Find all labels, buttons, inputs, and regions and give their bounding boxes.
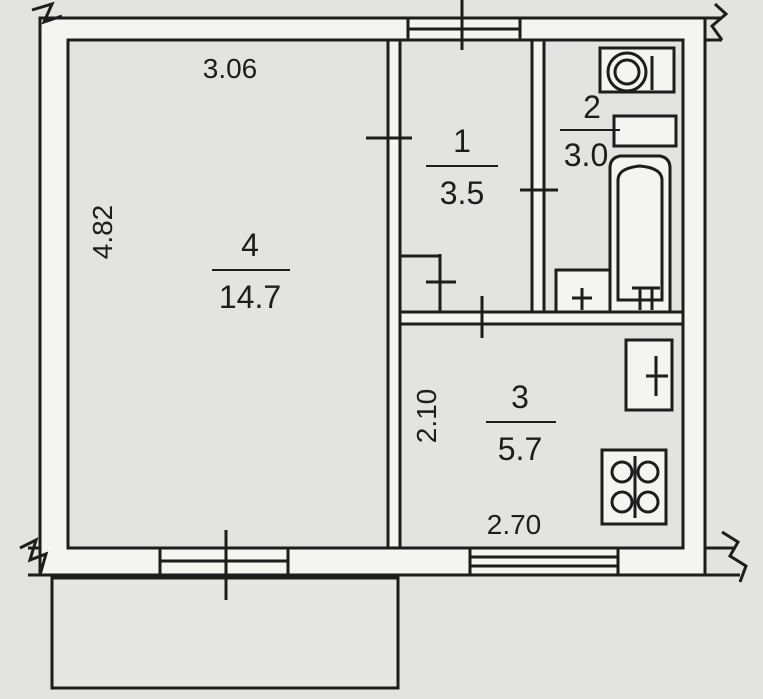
stove-icon <box>600 448 668 526</box>
window-room3 <box>468 546 620 577</box>
toilet-icon <box>598 46 676 94</box>
room1-number: 1 <box>453 123 471 159</box>
room3-length-dimension: 2.10 <box>411 389 442 444</box>
room4-length-dimension: 4.82 <box>87 205 118 260</box>
room4-area: 14.7 <box>219 279 281 315</box>
room1-area: 3.5 <box>440 175 484 211</box>
room4-number: 4 <box>241 227 259 263</box>
room3-area: 5.7 <box>498 431 542 467</box>
wall-room3-top <box>398 310 685 326</box>
washbasin-icon <box>554 268 660 314</box>
wall-break-mark <box>31 1 63 25</box>
room3-number: 3 <box>511 379 529 415</box>
wall-break-mark <box>19 537 49 576</box>
wall-break-mark <box>721 530 748 583</box>
bathtub-icon <box>608 154 672 314</box>
wall-room4-right <box>386 38 402 550</box>
room1-niche <box>400 254 442 312</box>
bath-sink-icon <box>612 114 678 148</box>
room2-number: 2 <box>583 89 601 125</box>
room3-width-dimension: 2.70 <box>487 509 542 540</box>
room2-area: 3.0 <box>564 137 608 173</box>
wall-break-mark <box>709 2 729 41</box>
wall-room1-room2 <box>530 38 546 314</box>
kitchen-sink-icon <box>624 338 674 412</box>
room4-width-dimension: 3.06 <box>203 53 258 84</box>
